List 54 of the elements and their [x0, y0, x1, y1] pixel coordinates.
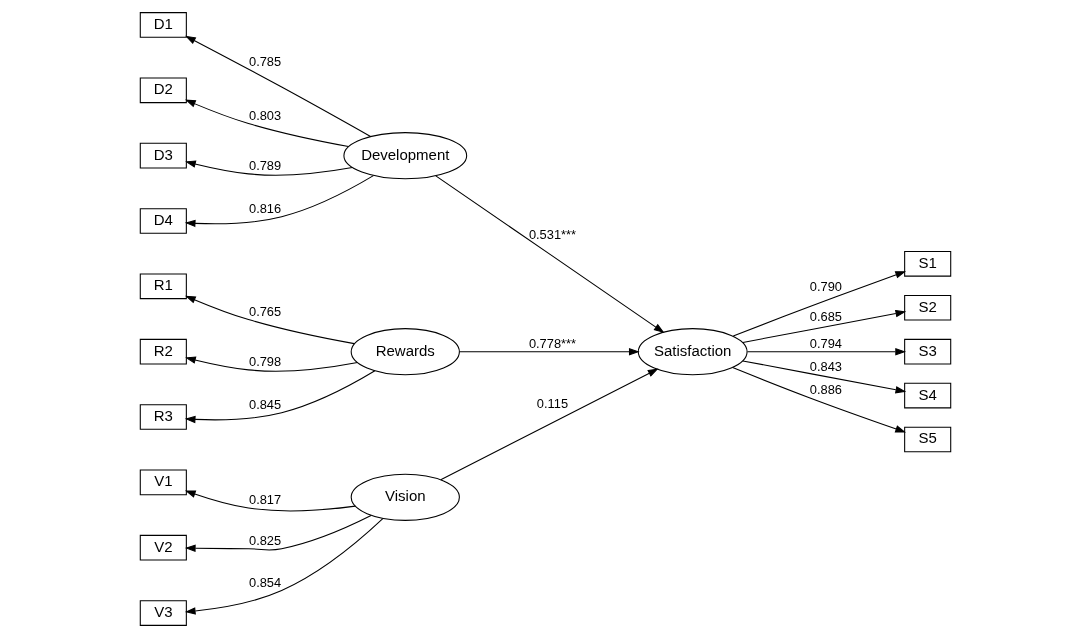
node-box: S4 — [903, 382, 951, 409]
arrow — [741, 360, 906, 394]
arrow — [184, 356, 358, 372]
arrow — [746, 347, 906, 356]
edge-label: 0.816 — [248, 201, 281, 217]
arrow — [184, 515, 372, 552]
node-box: V1 — [139, 469, 187, 496]
edge-label: 0.789 — [248, 158, 281, 174]
arrow — [741, 309, 906, 343]
arrow — [184, 99, 349, 148]
node-ellipse: Rewards — [350, 328, 460, 376]
node-box: D2 — [139, 77, 187, 104]
node-box: S2 — [903, 294, 951, 321]
arrow — [184, 35, 371, 138]
arrow — [184, 295, 355, 345]
edge-label: 0.790 — [809, 279, 842, 295]
node-ellipse: Vision — [350, 473, 460, 521]
node-box: V2 — [139, 534, 187, 561]
node-box: R2 — [139, 338, 187, 365]
arrow — [184, 518, 383, 615]
node-box: S1 — [903, 251, 951, 277]
edge-label: 0.845 — [248, 397, 281, 413]
edge-label: 0.685 — [809, 309, 842, 325]
node-box: V3 — [139, 600, 187, 626]
edge-label: 0.803 — [248, 107, 281, 123]
node-ellipse: Development — [342, 132, 467, 180]
edge-label: 0.785 — [248, 54, 281, 70]
edge-label: 0.854 — [248, 574, 281, 590]
node-box: D3 — [139, 142, 187, 169]
edge-label: 0.817 — [248, 492, 281, 508]
edge-label: 0.765 — [248, 303, 281, 319]
arrow — [184, 175, 374, 228]
edge-label: 0.531*** — [528, 226, 576, 242]
edge-label: 0.794 — [809, 336, 842, 352]
arrow — [434, 175, 664, 334]
arrow — [458, 347, 640, 356]
arrow — [439, 368, 659, 481]
edge-label: 0.778*** — [528, 336, 576, 352]
edge-label: 0.886 — [809, 382, 842, 398]
arrow — [184, 160, 353, 176]
node-box: D1 — [139, 12, 187, 38]
edge-label: 0.115 — [536, 396, 568, 412]
edge-label: 0.825 — [248, 533, 281, 549]
arrow — [731, 367, 906, 433]
arrow — [732, 271, 906, 337]
node-box: R3 — [139, 404, 187, 430]
edge-label: 0.798 — [248, 354, 281, 370]
node-box: S3 — [903, 338, 951, 365]
arrow — [184, 370, 375, 424]
edge-label: 0.843 — [809, 358, 842, 374]
arrow — [184, 490, 356, 512]
node-box: R1 — [139, 273, 187, 300]
node-box: S5 — [903, 426, 951, 453]
node-box: D4 — [139, 208, 187, 234]
